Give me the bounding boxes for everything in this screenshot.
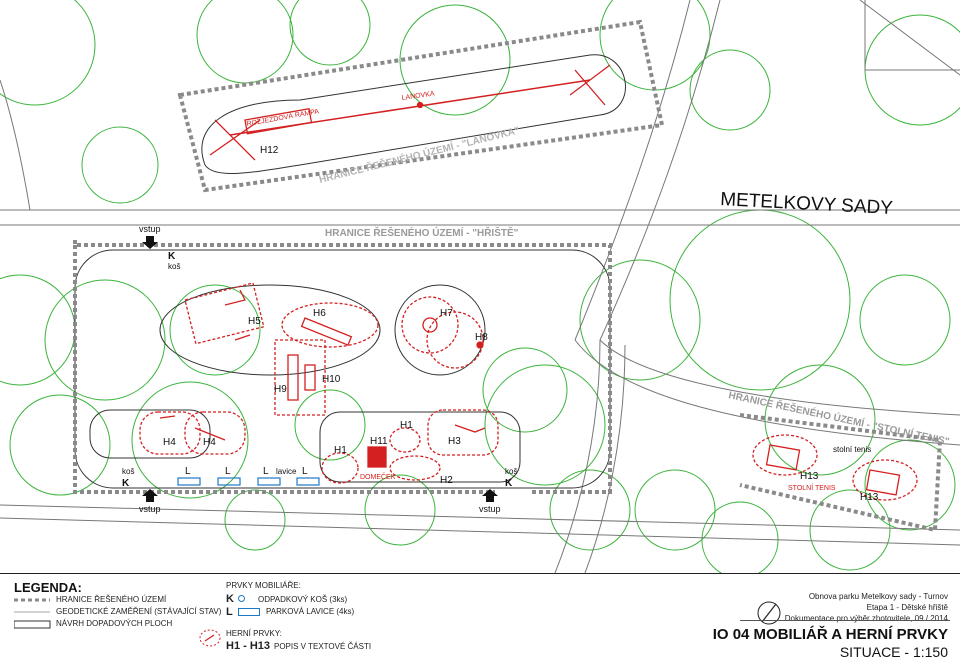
legend-panel: LEGENDA: HRANICE ŘEŠENÉHO ÚZEMÍ GEODETIC… — [0, 573, 960, 662]
project-name: Obnova parku Metelkovy sady - Turnov — [808, 592, 948, 601]
label-h3: H3 — [448, 436, 461, 447]
boundary-label-hriste: HRANICE ŘEŠENÉHO ÚZEMÍ - "HŘIŠTĚ" — [325, 226, 519, 239]
entrance-label-bottom-right: vstup — [479, 504, 501, 514]
entrance-label-top: vstup — [139, 224, 161, 234]
existing-surfaces — [74, 54, 626, 489]
legend-bin-key: K — [226, 593, 234, 605]
table-tennis-small-label: stolní tenis — [833, 445, 871, 454]
park-name-label: METELKOVY SADY — [720, 189, 894, 219]
project-stage: Etapa 1 - Dětské hřiště — [866, 603, 948, 612]
bench-code-1: L — [185, 466, 191, 477]
label-h12: H12 — [260, 145, 279, 156]
bench-markers — [177, 477, 320, 486]
label-h11: H11 — [370, 436, 388, 447]
mobiliar-heading: PRVKY MOBILIÁŘE: — [226, 581, 301, 590]
label-h1-right: H1 — [400, 420, 413, 431]
label-h1-left: H1 — [334, 445, 347, 456]
label-h10: H10 — [322, 374, 341, 385]
entrance-arrows — [142, 236, 498, 502]
bin-label-left: koš — [122, 467, 134, 476]
bin-label-top: koš — [168, 262, 180, 271]
bin-label-right: koš — [505, 467, 517, 476]
sheet-subtitle: SITUACE - 1:150 — [839, 644, 948, 660]
table-tennis-label: STOLNÍ TENIS — [788, 483, 836, 492]
bench-small-label: lavice — [276, 467, 297, 476]
play-heading: HERNÍ PRVKY: — [226, 629, 282, 638]
bench-code-3: L — [263, 466, 269, 477]
legend-bench-key: L — [226, 606, 233, 618]
entrance-label-bottom-left: vstup — [139, 504, 161, 514]
label-h6: H6 — [313, 308, 326, 319]
legend-paving: NÁVRH DOPADOVÝCH PLOCH — [56, 619, 173, 628]
bin-code-right: K — [505, 478, 513, 489]
legend-play-key: H1 - H13 — [226, 640, 271, 652]
existing-trees — [0, 0, 960, 573]
bin-code-left: K — [122, 478, 130, 489]
label-h13-right: H13 — [860, 492, 879, 503]
legend-boundary: HRANICE ŘEŠENÉHO ÚZEMÍ — [56, 595, 167, 604]
sheet-title: IO 04 MOBILIÁŘ A HERNÍ PRVKY — [712, 626, 948, 643]
legend-title: LEGENDA: — [14, 580, 82, 595]
legend-bin-desc: ODPADKOVÝ KOŠ (3ks) — [258, 595, 348, 604]
label-h8: H8 — [475, 332, 488, 343]
north-arrow-icon — [757, 601, 781, 625]
bench-code-2: L — [225, 466, 231, 477]
ramp-label: ROZJEZDOVÁ RAMPA — [246, 106, 320, 128]
project-doc: Dokumentace pro výběr zhotovitele, 09 / … — [784, 614, 948, 623]
cableway-label: LANOVKA — [401, 90, 435, 102]
label-h13-left: H13 — [800, 471, 819, 482]
legend-bench-desc: PARKOVÁ LAVICE (4ks) — [266, 607, 355, 616]
house-label: DOMEČEK — [360, 472, 396, 481]
label-h9: H9 — [274, 384, 287, 395]
label-h7: H7 — [440, 308, 453, 319]
label-h5: H5 — [248, 316, 261, 327]
play-elements — [139, 64, 918, 501]
bin-icon — [238, 595, 245, 602]
label-h4-left: H4 — [163, 437, 176, 448]
title-divider — [740, 620, 950, 621]
label-h2: H2 — [440, 475, 453, 486]
legend-play-desc: POPIS V TEXTOVÉ ČÁSTI — [274, 642, 372, 651]
boundary-label-lanovka: HRANICE ŘEŠENÉHO ÚZEMÍ - "LANOVKA" — [318, 123, 521, 186]
play-element-icon — [199, 629, 221, 647]
bench-icon — [238, 608, 260, 616]
boundary-lines — [73, 19, 943, 533]
legend-symbols — [14, 598, 51, 629]
legend-geodetic: GEODETICKÉ ZAMĚŘENÍ (STÁVAJÍCÍ STAV) — [56, 607, 222, 616]
label-h4-right: H4 — [203, 437, 216, 448]
site-plan-map: METELKOVY SADY HRANICE ŘEŠENÉHO ÚZEMÍ - … — [0, 0, 960, 573]
bench-code-4: L — [302, 466, 308, 477]
geodetic-paths — [0, 0, 960, 573]
bin-code-top: K — [168, 251, 176, 262]
